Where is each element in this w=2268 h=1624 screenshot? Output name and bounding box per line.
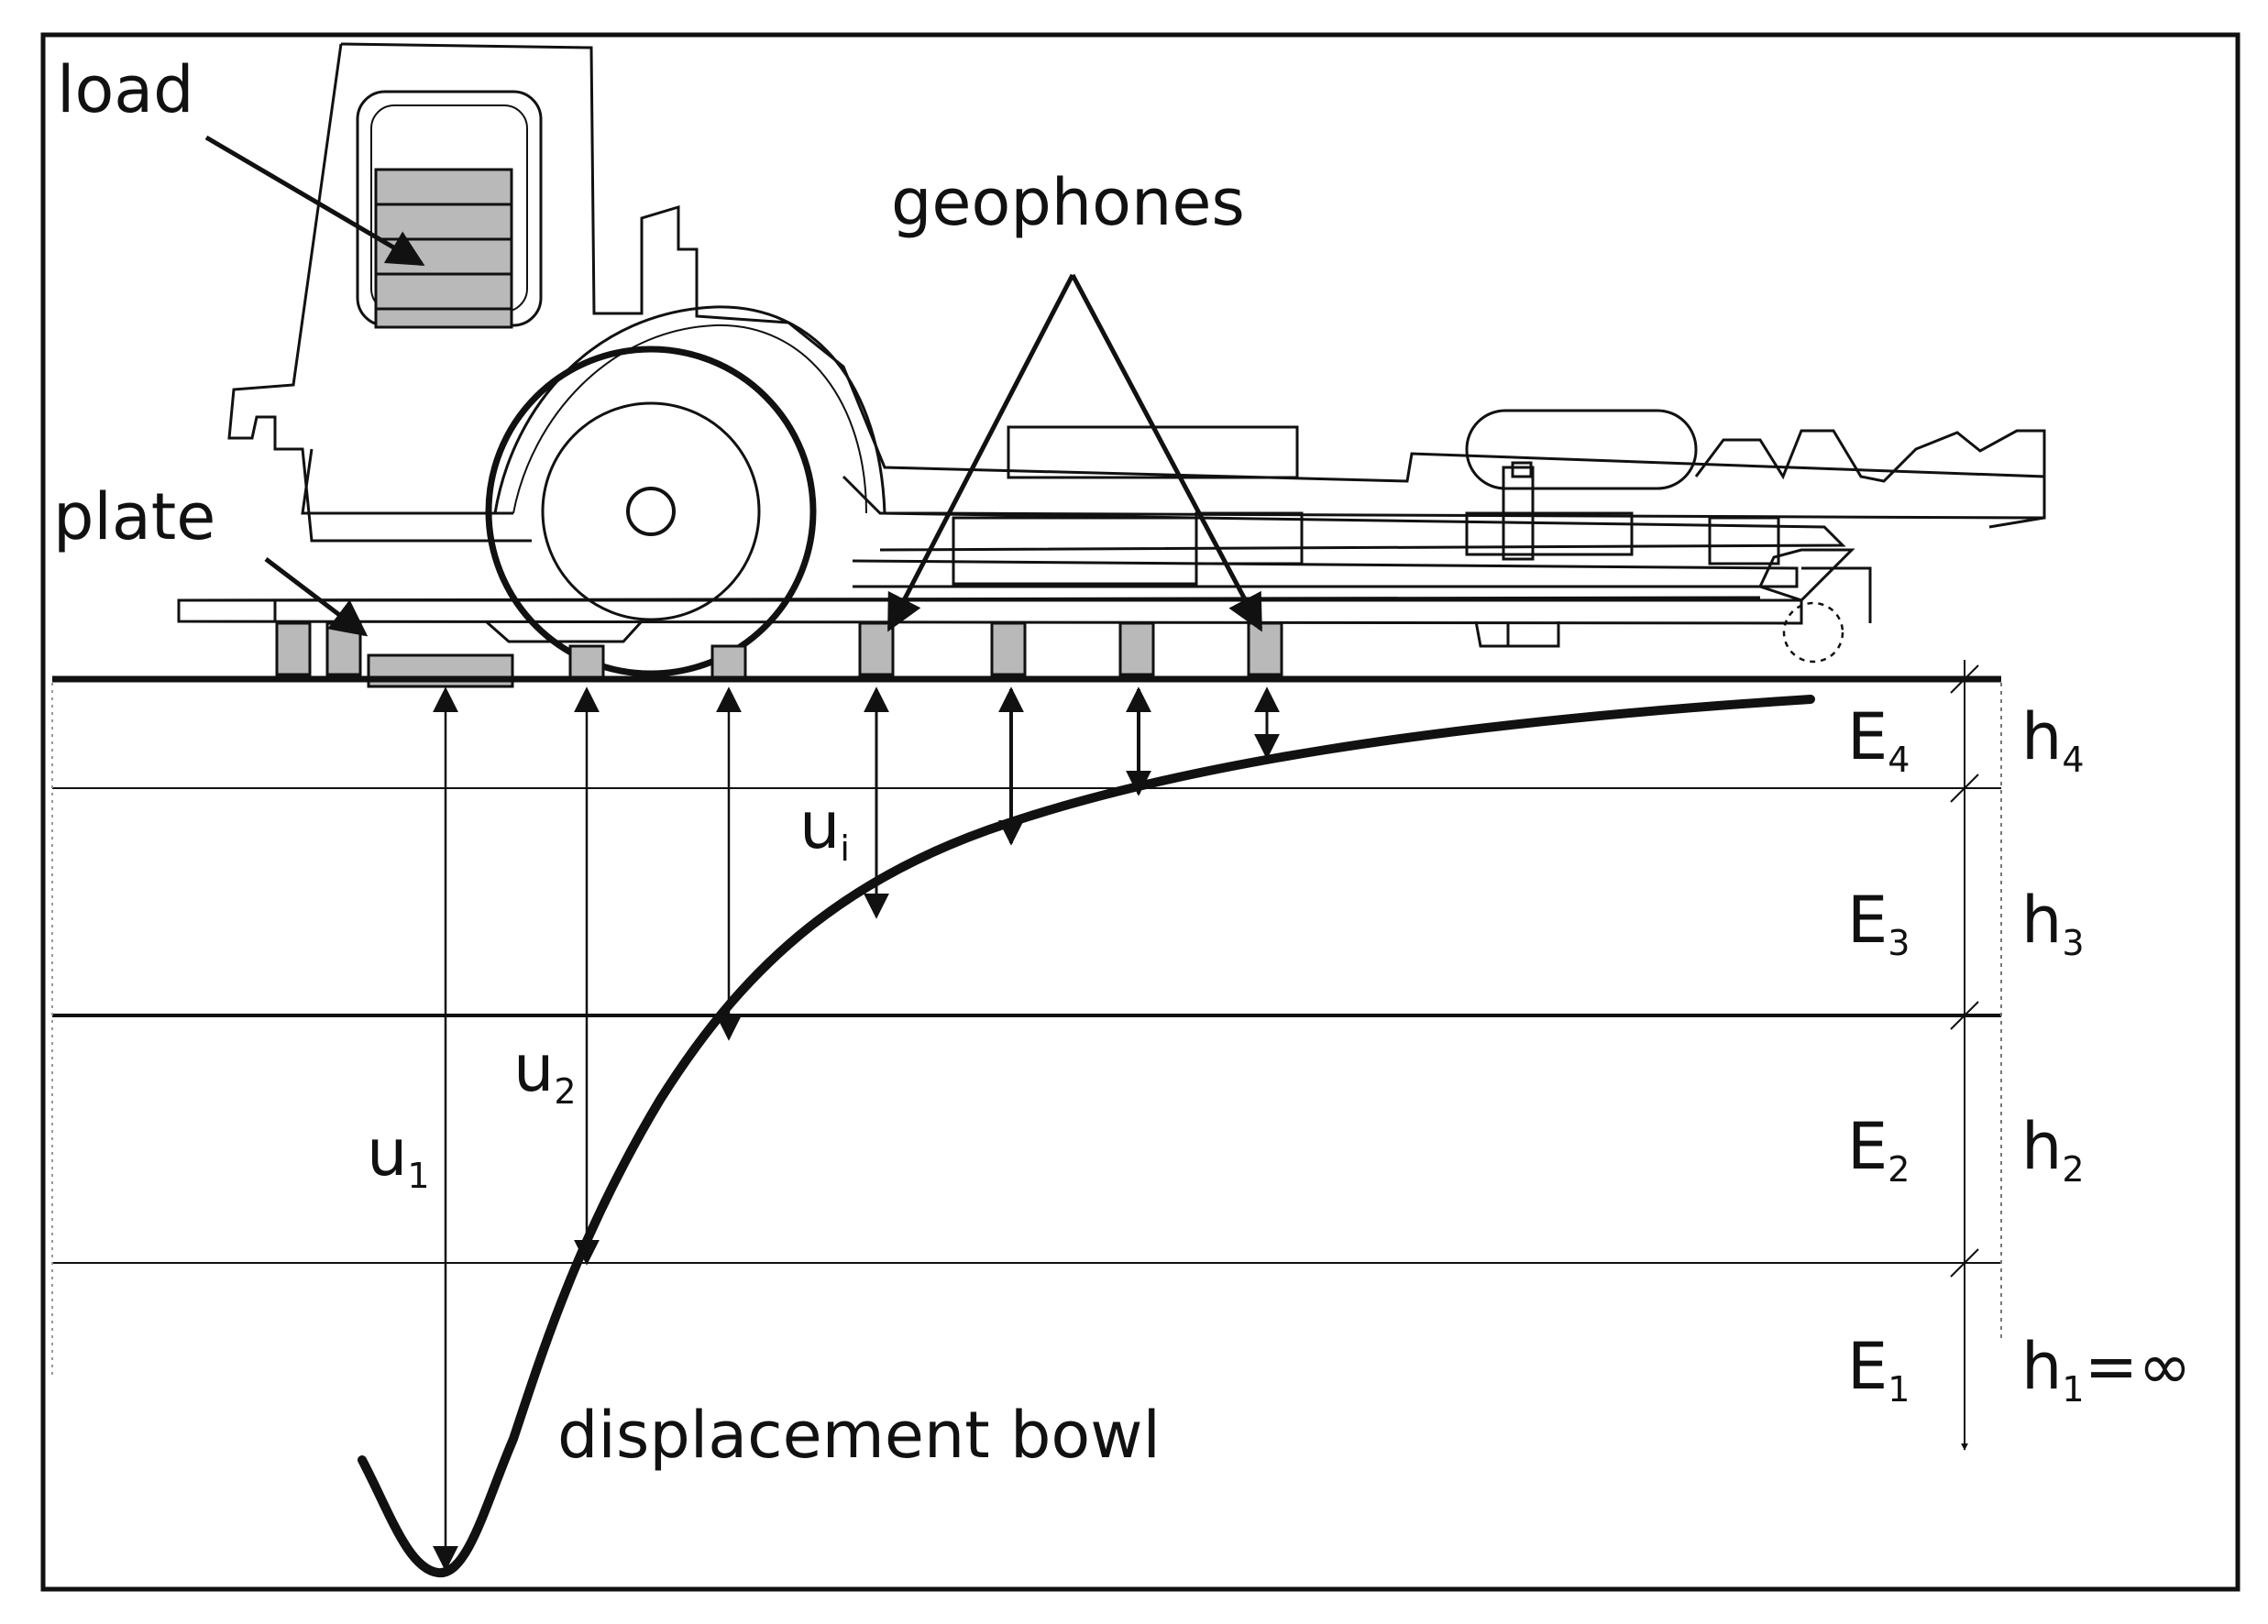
geophone-4 bbox=[710, 644, 747, 683]
thickness-dimension bbox=[1950, 660, 1979, 1451]
label-E1: E1 bbox=[1847, 1329, 1910, 1410]
geophone-pointer-left bbox=[886, 273, 1075, 632]
pointer-lines bbox=[204, 135, 1263, 637]
fwd-truck bbox=[177, 42, 2046, 664]
label-ui: ui bbox=[799, 788, 850, 869]
geophone-8 bbox=[1247, 621, 1283, 676]
geophone-pointer-right bbox=[1070, 273, 1263, 632]
label-h4: h4 bbox=[2021, 699, 2085, 780]
label-E4: E4 bbox=[1847, 699, 1910, 780]
label-plate: plate bbox=[53, 479, 215, 554]
load-pointer bbox=[204, 135, 425, 267]
geophone-2 bbox=[325, 621, 362, 676]
label-geophones: geophones bbox=[891, 165, 1245, 240]
plate-pointer bbox=[264, 557, 369, 637]
sensor-row bbox=[275, 621, 1283, 688]
label-u2: u2 bbox=[513, 1031, 577, 1112]
geophone-1 bbox=[275, 621, 312, 676]
label-u1: u1 bbox=[367, 1115, 430, 1196]
label-load: load bbox=[57, 52, 194, 127]
label-E3: E3 bbox=[1847, 883, 1910, 963]
label-h1: h1=∞ bbox=[2021, 1329, 2192, 1410]
geophone-7 bbox=[1118, 621, 1155, 676]
deflection-arrows bbox=[433, 686, 1280, 1572]
label-h2: h2 bbox=[2021, 1109, 2085, 1190]
geophone-3 bbox=[568, 644, 605, 683]
label-E2: E2 bbox=[1847, 1109, 1910, 1190]
label-displacement-bowl: displacement bowl bbox=[557, 1398, 1161, 1473]
label-h3: h3 bbox=[2021, 883, 2085, 963]
geophone-6 bbox=[990, 621, 1027, 676]
wheel bbox=[485, 346, 817, 677]
frame bbox=[40, 32, 2240, 1592]
geophone-5 bbox=[858, 621, 895, 676]
